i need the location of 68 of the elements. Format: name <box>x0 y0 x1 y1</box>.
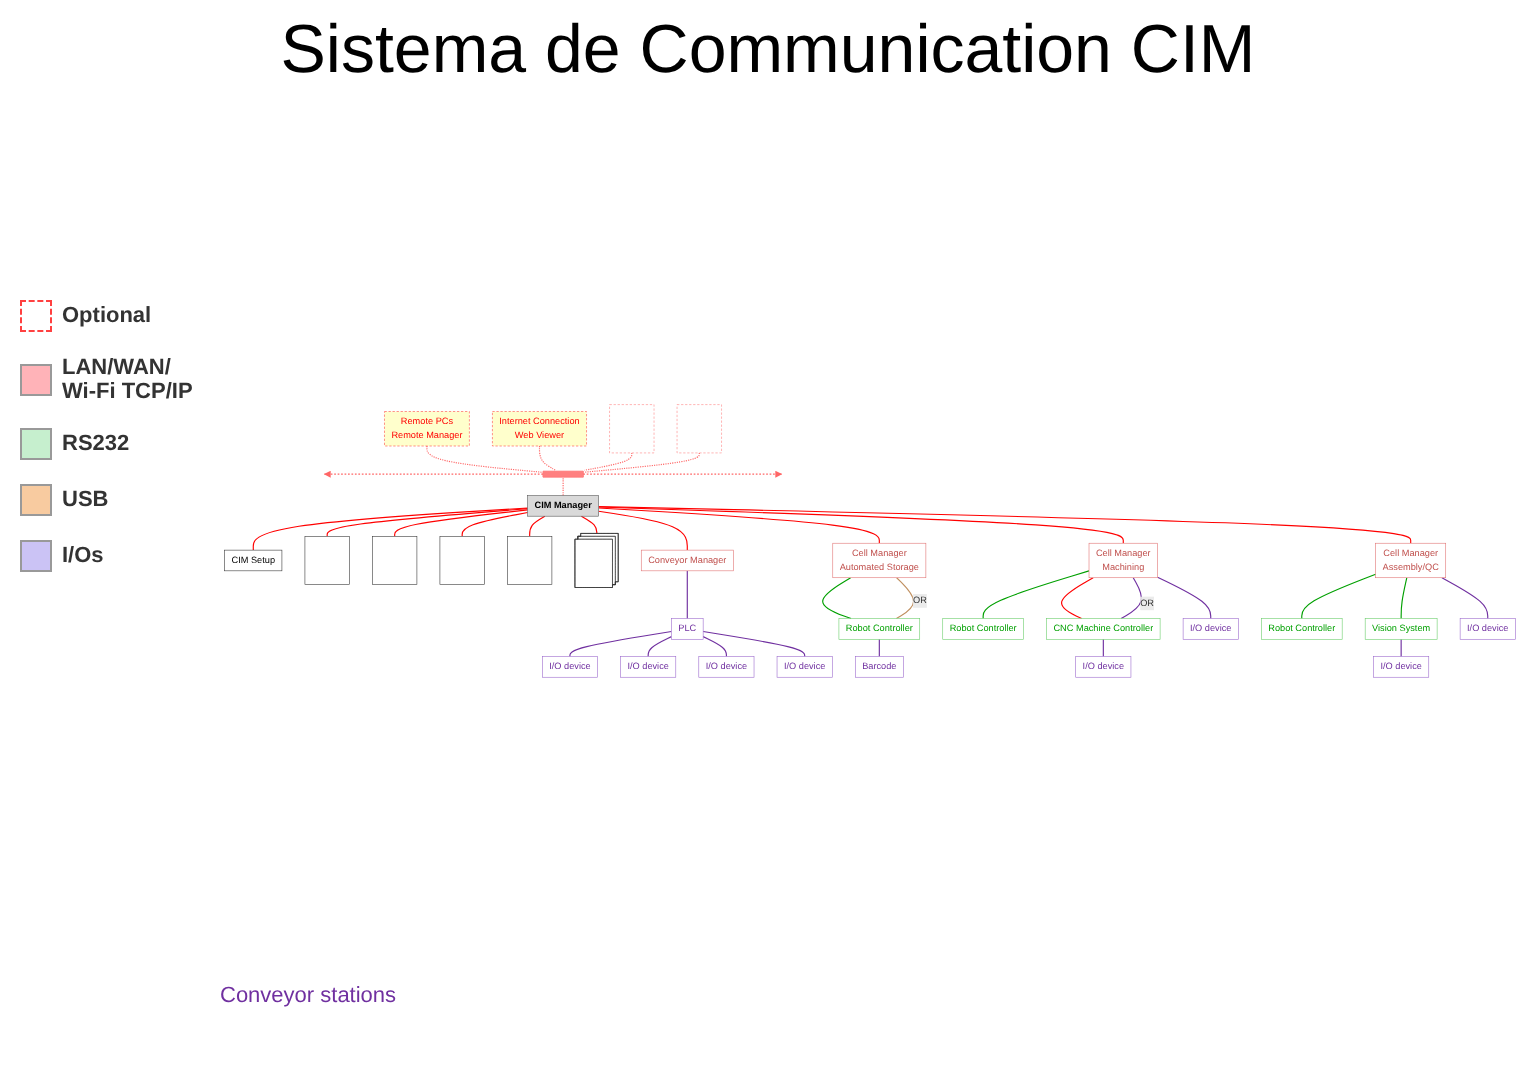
node-box <box>1046 617 1161 639</box>
connector <box>702 635 727 657</box>
connector <box>529 514 546 536</box>
connector <box>598 505 1124 543</box>
connector <box>702 629 806 657</box>
connector <box>598 505 1412 543</box>
connector <box>598 506 880 543</box>
connector <box>1441 576 1489 619</box>
node-box <box>1261 617 1343 639</box>
node-box <box>542 655 598 677</box>
legend-label: Optional <box>62 304 152 328</box>
node-box <box>620 655 677 677</box>
node-box <box>1459 617 1516 639</box>
connector <box>686 569 688 619</box>
node-box <box>372 535 418 584</box>
connector <box>1301 572 1377 619</box>
connector <box>1400 576 1408 619</box>
connector <box>982 569 1090 619</box>
note-label: Conveyor stations <box>220 984 399 1008</box>
node-box <box>1364 617 1438 639</box>
node-box <box>1075 655 1132 677</box>
connector <box>562 476 564 496</box>
arrow <box>323 469 544 477</box>
node-box <box>609 403 655 453</box>
connector <box>895 576 915 619</box>
node-box <box>439 535 485 584</box>
connector <box>252 506 529 550</box>
node-box <box>832 542 927 578</box>
connector <box>1061 576 1094 619</box>
connector <box>461 511 529 536</box>
legend-label: LAN/WAN/ Wi-Fi TCP/IP <box>62 356 195 404</box>
connector <box>394 508 529 536</box>
connector <box>647 635 672 657</box>
node-box <box>640 548 734 571</box>
connector <box>598 509 688 550</box>
node-box <box>671 617 704 639</box>
connector <box>569 629 672 657</box>
connector <box>1400 637 1402 657</box>
node-box <box>1373 655 1430 677</box>
connector <box>822 576 852 619</box>
node-box <box>1182 617 1239 639</box>
connector <box>538 444 557 470</box>
node-box <box>224 548 283 571</box>
title: Sistema de Communication CIM <box>278 12 1258 90</box>
connector <box>580 514 598 534</box>
node-box <box>776 655 833 677</box>
node-box <box>942 617 1024 639</box>
connector <box>583 451 700 472</box>
node-box <box>492 410 587 446</box>
connector <box>583 451 633 470</box>
legend-label: USB <box>62 488 109 512</box>
node-box <box>1375 542 1446 578</box>
node-box <box>838 617 920 639</box>
connector <box>1120 576 1142 619</box>
legend-label: I/Os <box>62 544 104 568</box>
node-box <box>855 655 904 677</box>
node-box <box>1088 542 1158 578</box>
node-box <box>527 494 599 516</box>
node-box <box>698 655 755 677</box>
connector <box>1156 575 1212 619</box>
node-box <box>304 535 350 584</box>
connector <box>426 444 543 472</box>
node-box <box>676 403 722 453</box>
connector <box>326 507 529 536</box>
node-box <box>384 410 470 446</box>
arrow <box>582 469 783 477</box>
legend-label: RS232 <box>62 432 130 456</box>
node-box <box>507 535 553 584</box>
